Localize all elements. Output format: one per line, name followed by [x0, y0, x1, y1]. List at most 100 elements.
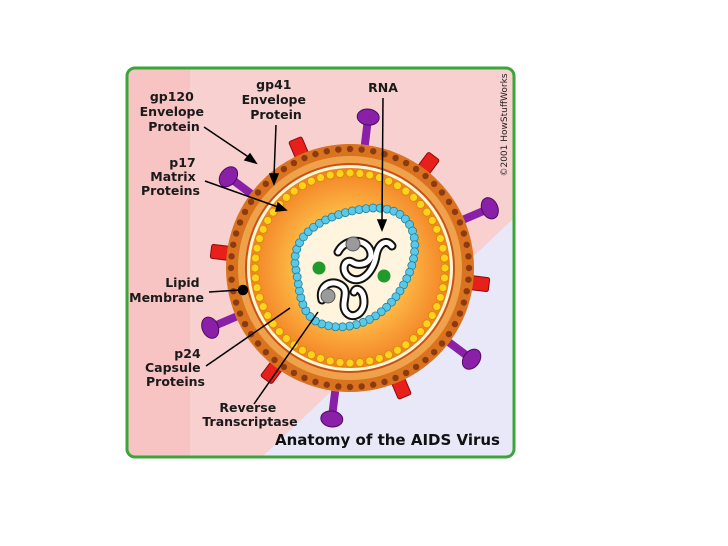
pointer-reverse-transcriptase: [253, 311, 319, 405]
pointer-p17: [204, 180, 279, 208]
envelope-dot: [445, 330, 453, 338]
label-reverse-transcriptase: Reverse Transcriptase: [202, 400, 297, 429]
matrix-dot: [409, 193, 418, 202]
envelope-dot: [451, 208, 459, 216]
pointer-gp41: [273, 124, 277, 177]
envelope-dot: [370, 148, 377, 155]
matrix-dot: [435, 234, 445, 244]
diagram-frame: [125, 66, 516, 459]
envelope-dot: [228, 276, 235, 283]
label-lipid-membrane: Lipid Membrane: [129, 275, 204, 305]
envelope-dot: [445, 198, 453, 206]
arrowhead-rna: [376, 219, 388, 233]
envelope-dot: [323, 148, 330, 155]
envelope-dot: [422, 172, 429, 180]
envelope-dot: [280, 363, 288, 371]
envelope-dot: [236, 310, 244, 317]
envelope-dot: [460, 299, 468, 306]
envelope-dot: [230, 241, 237, 248]
matrix-dot: [282, 334, 291, 343]
envelope-dot: [438, 340, 446, 347]
matrix-dot: [255, 234, 265, 244]
matrix-dot: [422, 319, 432, 329]
envelope-dot: [335, 383, 342, 390]
spike-5: [446, 339, 482, 370]
matrix-dot: [440, 263, 450, 273]
envelope-dot: [430, 348, 438, 356]
envelope-dot: [312, 378, 319, 386]
matrix-dot: [306, 176, 316, 186]
matrix-dot: [427, 311, 437, 320]
matrix-dot: [263, 216, 273, 225]
capsid-dot: [292, 272, 302, 282]
matrix-dot: [422, 207, 432, 217]
envelope-dot: [438, 189, 446, 196]
label-p17: p17 Matrix Proteins: [141, 155, 200, 198]
envelope-dot: [465, 253, 472, 260]
spike-knob: [480, 197, 499, 220]
envelope-dot: [262, 180, 270, 188]
matrix-dot: [252, 283, 262, 293]
envelope-dot: [271, 356, 278, 364]
matrix-dot: [401, 186, 411, 196]
envelope-dot: [312, 150, 319, 158]
envelope-dot: [241, 208, 249, 216]
matrix-dot: [335, 358, 345, 367]
matrix-dot: [252, 243, 262, 253]
envelope-spikes: [201, 108, 499, 428]
matrix-dot: [432, 302, 442, 312]
envelope-dot: [456, 219, 464, 226]
matrix-dot: [365, 356, 375, 366]
envelope-dot: [247, 198, 255, 206]
spike-knob: [320, 410, 344, 428]
matrix-dot: [250, 263, 260, 273]
envelope-dot: [392, 374, 399, 382]
envelope-dot: [228, 253, 235, 260]
matrix-dot: [289, 186, 299, 196]
matrix-dot: [268, 207, 278, 217]
matrix-dot: [438, 283, 448, 293]
matrix-dot: [335, 169, 345, 178]
matrix-dot: [255, 292, 265, 302]
label-p24: p24 Capsule Proteins: [145, 346, 205, 389]
envelope-dot: [465, 276, 472, 283]
matrix-dot: [384, 176, 394, 186]
envelope-dot: [370, 381, 377, 388]
matrix-dot: [393, 181, 402, 191]
envelope-dot: [456, 310, 464, 317]
envelope-dot: [262, 348, 270, 356]
envelope-dot: [280, 165, 288, 173]
matrix-dot: [416, 200, 425, 209]
matrix-dot: [416, 327, 425, 336]
matrix-dot: [345, 358, 355, 368]
matrix-dot: [432, 224, 442, 234]
matrix-dot: [438, 243, 448, 253]
envelope-dot: [381, 378, 388, 386]
matrix-dot: [258, 302, 268, 312]
label-rna: RNA: [368, 80, 398, 95]
envelope-dot: [346, 145, 354, 153]
label-pointers: [203, 97, 388, 405]
envelope-dot: [358, 383, 365, 390]
matrix-dot: [374, 173, 384, 183]
rna-strand-upper: [335, 238, 395, 283]
envelope-dot: [460, 230, 468, 237]
matrix-dot: [384, 350, 394, 360]
matrix-dot: [282, 193, 291, 202]
envelope-dot: [254, 189, 262, 196]
pointer-p24: [205, 307, 291, 367]
envelope-dot: [323, 381, 330, 388]
matrix-dot: [251, 273, 260, 283]
spike-11: [218, 166, 254, 197]
matrix-dot: [409, 334, 418, 343]
matrix-dot: [355, 358, 365, 367]
envelope-dot: [430, 180, 438, 188]
label-gp120: gp120 Envelope Protein: [140, 89, 209, 134]
envelope-dot: [346, 383, 354, 391]
matrix-dot: [306, 350, 316, 360]
envelope-dot: [290, 159, 298, 167]
matrix-dot: [258, 224, 268, 234]
pointer-dot-lipid: [237, 284, 249, 296]
matrix-dot: [316, 173, 326, 183]
envelope-dot: [301, 374, 308, 382]
